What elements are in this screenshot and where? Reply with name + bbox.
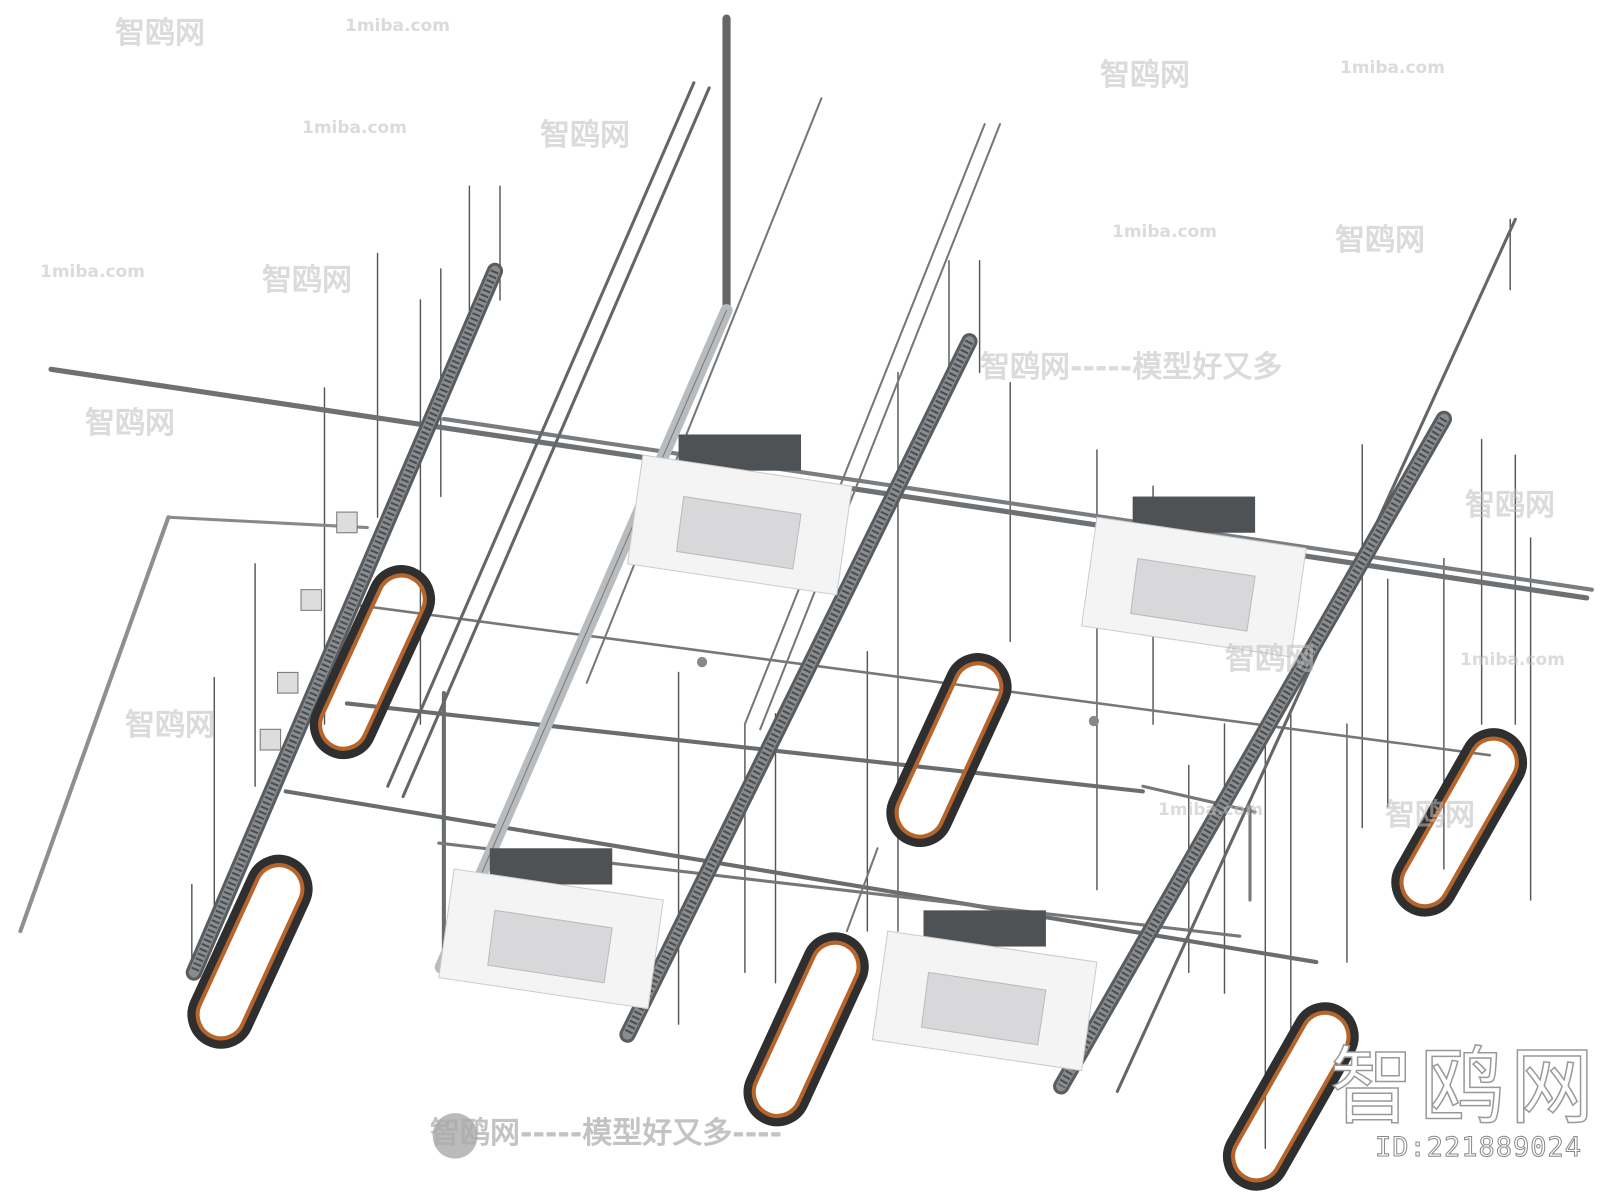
watermark-site: 1miba.com bbox=[1340, 58, 1445, 78]
conduit bbox=[743, 123, 986, 726]
cassette-grille bbox=[920, 971, 1047, 1046]
conduit bbox=[585, 97, 823, 684]
watermark-brand: 智鸥网 bbox=[540, 118, 630, 153]
light-frame bbox=[309, 565, 436, 760]
light-copper-strip bbox=[751, 940, 861, 1118]
cable-tray-perforation bbox=[190, 269, 499, 975]
watermark-site: 1miba.com bbox=[40, 262, 145, 282]
cable-tray-perforation bbox=[1057, 416, 1448, 1089]
watermark-brand: 智鸥网 bbox=[1225, 642, 1315, 677]
branch-pipe bbox=[355, 603, 1492, 757]
watermark-logo-icon bbox=[432, 1113, 478, 1159]
cassette-grille bbox=[1130, 558, 1256, 632]
watermark-brand: 智鸥网 bbox=[85, 406, 175, 441]
light-frame bbox=[187, 854, 313, 1049]
oval-pendant-light bbox=[1391, 728, 1528, 917]
oval-pendant-light bbox=[187, 854, 313, 1049]
sensor bbox=[1088, 715, 1099, 727]
branch-pipe bbox=[1141, 784, 1257, 814]
cable-tray bbox=[622, 336, 975, 1040]
watermark-brand: 智鸥网 bbox=[1335, 223, 1425, 258]
light-copper-strip bbox=[1231, 1010, 1351, 1183]
light-copper-strip bbox=[1399, 736, 1519, 909]
branch-pipe bbox=[166, 515, 369, 530]
watermark-brand: 智鸥网 bbox=[125, 708, 215, 743]
watermark-brand: 智鸥网 bbox=[262, 263, 352, 298]
light-frame bbox=[886, 653, 1012, 847]
oval-pendant-light bbox=[1222, 1002, 1359, 1191]
watermark-slogan: 智鸥网-----模型好又多 bbox=[980, 350, 1283, 385]
watermark-logo: 智鸥网 bbox=[1329, 1037, 1600, 1137]
light-frame bbox=[743, 932, 869, 1127]
oval-pendant-light bbox=[886, 653, 1012, 847]
watermark-brand: 智鸥网 bbox=[1465, 488, 1555, 523]
branch-pipe bbox=[344, 701, 1145, 794]
junction-box bbox=[300, 589, 322, 611]
junction-box bbox=[259, 728, 282, 751]
watermark-brand: 智鸥网 bbox=[1100, 58, 1190, 93]
watermark-brand: 智鸥网 bbox=[115, 16, 205, 51]
light-copper-strip bbox=[195, 863, 305, 1041]
oval-pendant-light bbox=[309, 565, 436, 760]
watermark-slogan: 智鸥网-----模型好又多---- bbox=[430, 1116, 783, 1151]
model-id-label: ID:221889024 bbox=[1374, 1132, 1583, 1164]
branch-pipe bbox=[441, 416, 1594, 592]
light-frame bbox=[1391, 728, 1528, 917]
oval-pendant-light bbox=[743, 932, 869, 1127]
sensor bbox=[696, 656, 708, 668]
cassette-grille bbox=[487, 909, 613, 984]
watermark-site: 1miba.com bbox=[345, 16, 450, 36]
watermark-site: 1miba.com bbox=[1460, 650, 1565, 670]
light-copper-strip bbox=[318, 573, 427, 751]
conduit bbox=[386, 81, 696, 788]
junction-box bbox=[277, 671, 299, 694]
conduit bbox=[401, 86, 711, 799]
watermark-brand: 智鸥网 bbox=[1385, 798, 1475, 833]
conduit bbox=[759, 123, 1002, 731]
light-frame bbox=[1222, 1002, 1359, 1191]
watermark-site: 1miba.com bbox=[302, 118, 407, 138]
duct-pipe-edge bbox=[440, 309, 728, 968]
watermark-site: 1miba.com bbox=[1158, 800, 1263, 820]
cassette-grille bbox=[675, 495, 802, 570]
junction-box bbox=[336, 511, 358, 534]
watermark-site: 1miba.com bbox=[1112, 222, 1217, 242]
light-copper-strip bbox=[894, 661, 1004, 839]
drop-pipe bbox=[18, 515, 171, 934]
conduit bbox=[845, 847, 879, 933]
